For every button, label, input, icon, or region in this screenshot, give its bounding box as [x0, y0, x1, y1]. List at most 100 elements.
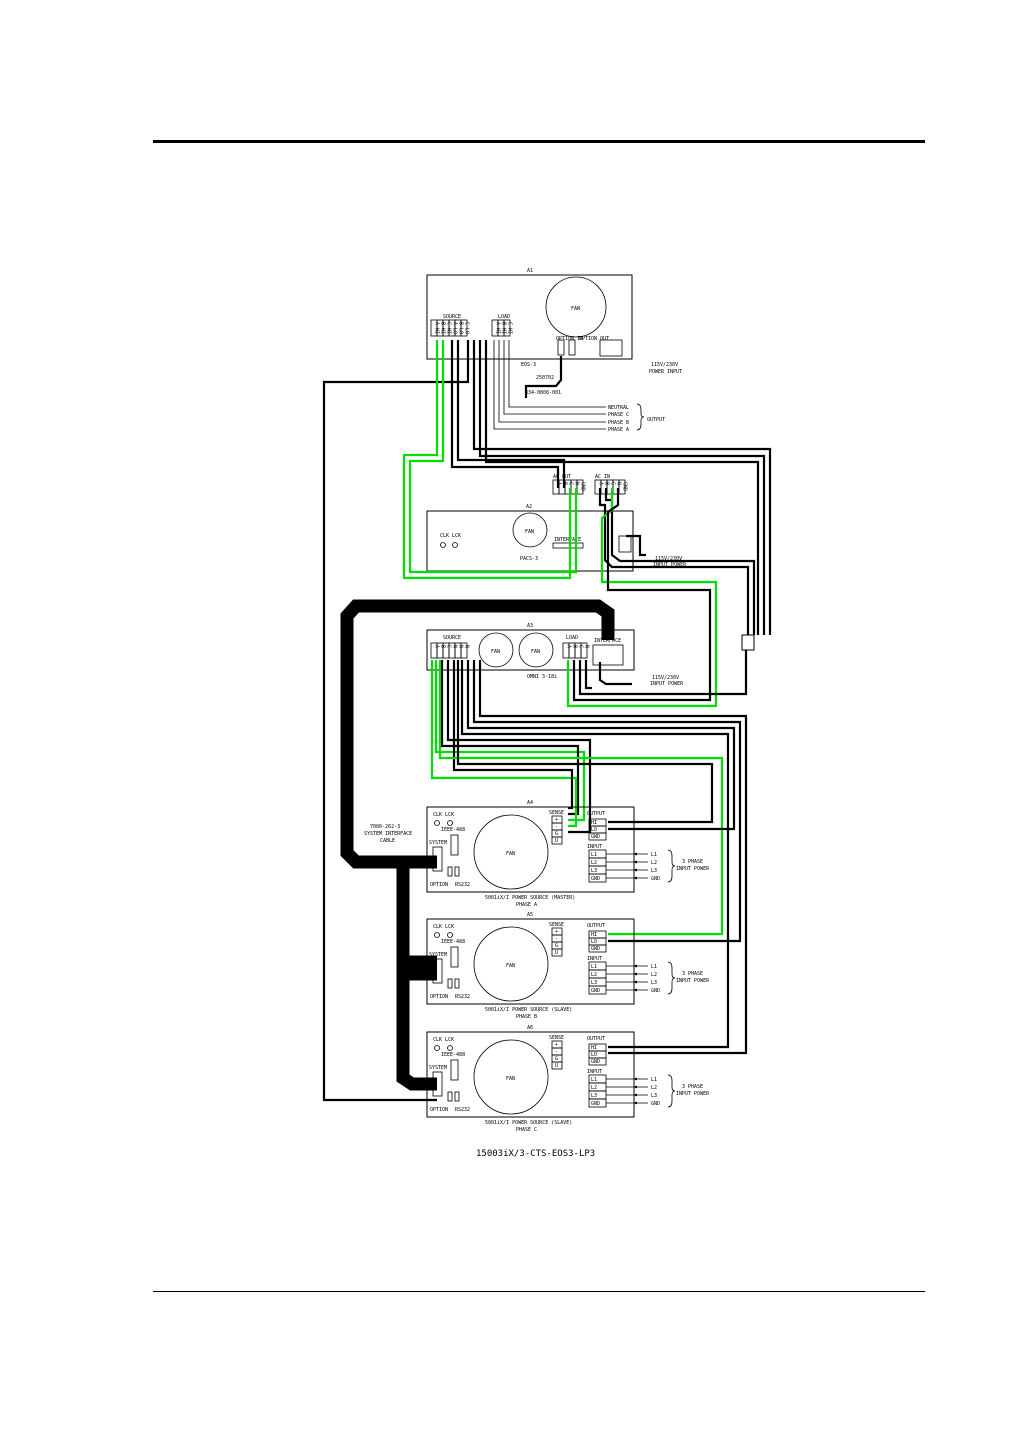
a3-source-terminal-label: N: [458, 645, 464, 648]
wire-a3-a4-sense-g: [430, 660, 578, 828]
source-input-label: INPUT: [587, 844, 602, 850]
wire-a1-a2-ground-2: [408, 340, 578, 574]
a1-source-terminal-label: B HI: [440, 322, 446, 334]
a2-lck-led: [452, 542, 458, 548]
junction-box: [741, 634, 755, 651]
bus-a5-to-a6: [396, 967, 437, 1091]
source-name: 5001iX/I POWER SOURCE (SLAVE): [485, 1120, 572, 1126]
source-sense-label: SENSE: [549, 922, 564, 928]
source-ieee-connector: [450, 946, 459, 968]
a3-fan2-icon: [518, 632, 554, 668]
a2-model: PACS-3: [520, 556, 538, 562]
a2-power-line2: INPUT POWER: [653, 562, 687, 568]
a2-ac-in-terminal-label: GND: [622, 482, 628, 491]
a1-load-terminal: [503, 319, 511, 337]
cable-label-2: SYSTEM INTERFACE: [364, 831, 412, 837]
source-output-terminal-label: LO: [591, 939, 597, 945]
source-ref: A5: [527, 912, 533, 918]
source-phase-power-1: 3 PHASE: [682, 971, 703, 977]
source-clk-lck-label: CLK LCK: [433, 812, 454, 818]
source-input-node: [634, 852, 638, 856]
source-sense-terminal-label: +: [555, 1042, 558, 1048]
cable-label-1: 7000-262-3: [370, 824, 400, 830]
source-input-line-label: L2: [651, 860, 657, 866]
source-system-label: SYSTEM: [429, 952, 447, 958]
a3-ref: A3: [527, 623, 533, 629]
a2-fan-label: FAN: [525, 529, 534, 535]
a2-power-line1: 115V/230V: [655, 556, 682, 562]
source-sense-terminal-label: G: [555, 831, 558, 837]
source-ieee-label: IEEE-488: [441, 939, 465, 945]
a3-fan1-label: FAN: [491, 649, 500, 655]
wire-a2-power: [626, 534, 646, 557]
a1-power-line1: 115V/230V: [651, 362, 678, 368]
a1-output-brace: [636, 403, 645, 431]
a1-cable: 834-0806-001: [525, 390, 561, 396]
source-output-terminal: [588, 944, 607, 953]
source-input-brace: [667, 961, 676, 995]
a2-ac-out-terminal-label: GND: [580, 482, 586, 491]
a1-source-terminal-label: B LO: [458, 322, 464, 334]
source-input-node: [634, 964, 638, 968]
header-rule: [153, 140, 925, 143]
a1-load-terminal-label: A HI: [495, 322, 501, 334]
a2-ac-in-label: AC IN: [595, 474, 610, 480]
source-option-connector: [447, 1091, 453, 1102]
a1-source-terminal-label: C HI: [446, 322, 452, 334]
source-sense-terminal-label: -: [555, 824, 558, 830]
a3-source-terminal-label: C: [446, 645, 452, 648]
source-system-label: SYSTEM: [429, 1065, 447, 1071]
source-output-terminal-label: HI: [591, 820, 597, 826]
wire-a3-a4-sense-lo: [440, 660, 580, 816]
a1-output-phase-b: PHASE B: [608, 420, 629, 426]
wire-a2-in-b: [604, 488, 756, 635]
wire-a3-a5-output-hi: [438, 660, 724, 936]
source-input-node: [634, 980, 638, 984]
source-option-connector: [447, 978, 453, 989]
a2-clk-led: [440, 542, 446, 548]
source-input-terminal-label: L3: [591, 980, 597, 986]
source-input-terminal-label: GND: [591, 876, 600, 882]
source-sense-terminal-label: -: [555, 936, 558, 942]
wire-a2-in-a: [598, 488, 750, 635]
a3-source-label: SOURCE: [443, 635, 461, 641]
source-fan-label: FAN: [506, 963, 515, 969]
source-input-terminal-label: GND: [591, 988, 600, 994]
source-clk-lck-label: CLK LCK: [433, 924, 454, 930]
source-output-label: OUTPUT: [587, 1036, 605, 1042]
a3-model: OMNI 3-18i: [527, 674, 557, 680]
source-phase: PHASE C: [516, 1127, 537, 1133]
source-rs232-connector: [454, 866, 460, 877]
source-sense-terminal-label: +: [555, 929, 558, 935]
a1-option-in-label: OPTION IN: [556, 336, 583, 342]
a3-power-line1: 115V/230V: [652, 675, 679, 681]
source-ref: A6: [527, 1025, 533, 1031]
wire-a3-a4-sense-ground: [434, 660, 586, 822]
a1-load-label: LOAD: [498, 314, 510, 320]
wire-a1-to-junction-3: [484, 340, 760, 635]
source-lck-led: [447, 1045, 453, 1051]
source-input-terminal-label: L3: [591, 1093, 597, 1099]
source-phase-power-1: 3 PHASE: [682, 1084, 703, 1090]
source-phase: PHASE B: [516, 1014, 537, 1020]
source-fan-icon: [473, 814, 549, 890]
source-output-terminal-label: GND: [591, 834, 600, 840]
a1-chassis: [426, 274, 633, 360]
source-rs232-connector: [454, 978, 460, 989]
source-phase: PHASE A: [516, 902, 537, 908]
a2-ac-out-terminal-label: C: [568, 482, 574, 485]
source-option-label: OPTION: [430, 1107, 448, 1113]
source-fan-icon: [473, 926, 549, 1002]
wire-a3-a4-sense-hi: [446, 660, 592, 834]
source-name: 5001iX/I POWER SOURCE (MASTER): [485, 895, 575, 901]
source-phase-power-2: INPUT POWER: [676, 978, 710, 984]
source-input-node: [634, 1077, 638, 1081]
source-clk-lck-label: CLK LCK: [433, 1037, 454, 1043]
wire-a3-a6-output-hi: [460, 660, 730, 1049]
source-lck-led: [447, 820, 453, 826]
source-input-line-label: L1: [651, 852, 657, 858]
source-input-terminal-label: L1: [591, 964, 597, 970]
wire-a1-output-b: [498, 340, 606, 423]
